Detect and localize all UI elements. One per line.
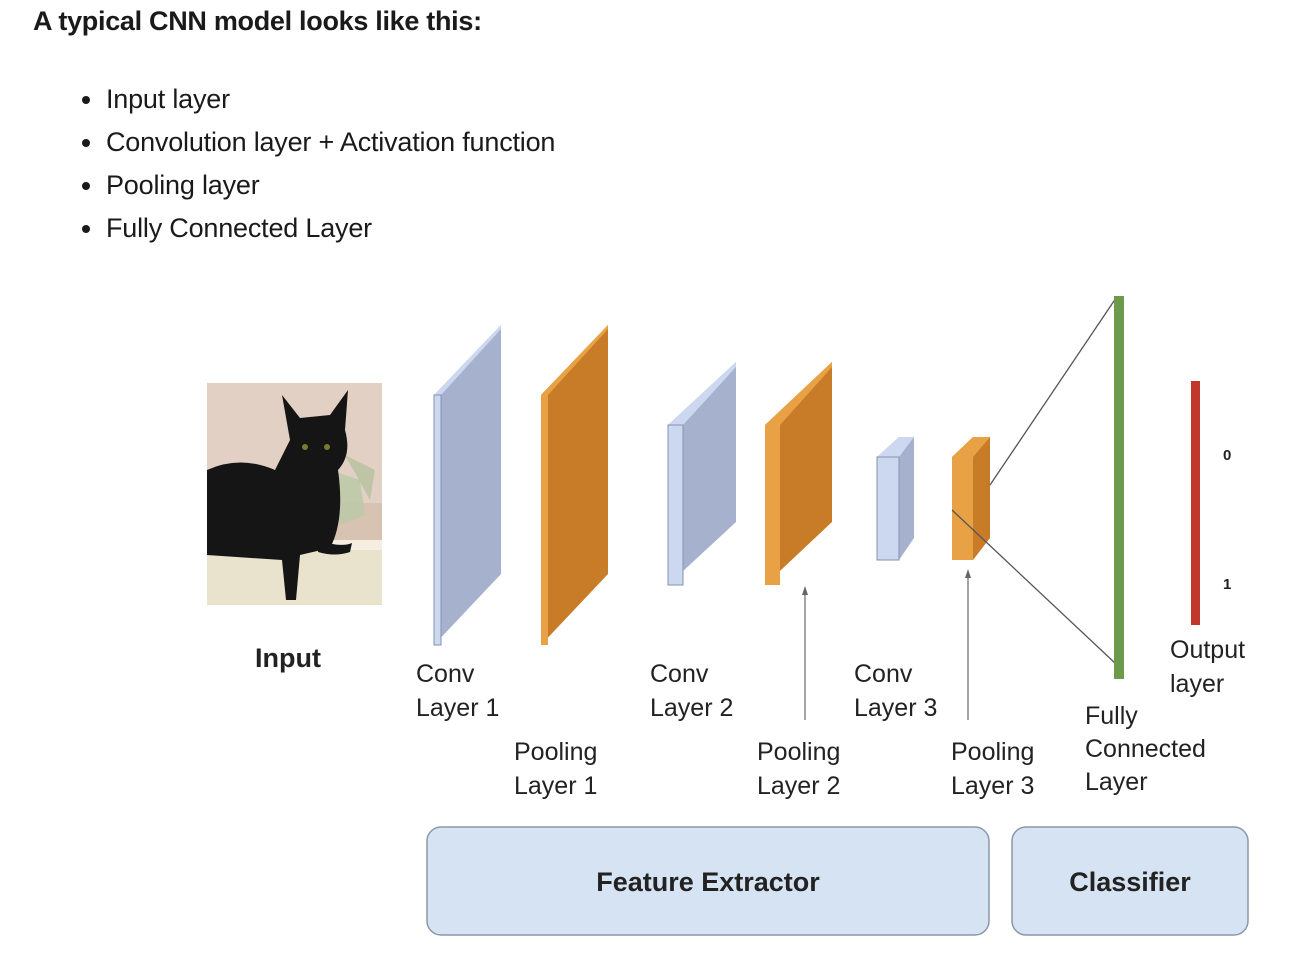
pooling-layer-1-label: Pooling Layer 1 (514, 738, 604, 800)
pooling-layer-2-label: Pooling Layer 2 (757, 738, 847, 800)
pooling-layer-1-block (541, 325, 608, 645)
feature-extractor-group: Feature Extractor (426, 826, 990, 936)
list-item-text: Convolution layer + Activation function (106, 127, 556, 157)
list-item-text: Fully Connected Layer (106, 213, 372, 243)
list-item-text: Pooling layer (106, 170, 260, 200)
classifier-label: Classifier (1069, 867, 1191, 897)
fully-connected-layer-bar (1114, 296, 1124, 679)
list-item: Pooling layer (78, 164, 555, 207)
output-layer-label: Output layer (1170, 636, 1252, 698)
conv-layer-1-block (433, 325, 501, 646)
output-tick-1: 1 (1223, 576, 1231, 593)
layer-list: Input layer Convolution layer + Activati… (78, 78, 555, 250)
bullet-dot (82, 96, 90, 104)
input-image (207, 383, 382, 605)
pointer-arrow (965, 569, 971, 720)
list-item: Input layer (78, 78, 555, 121)
pooling-layer-3-label: Pooling Layer 3 (951, 738, 1041, 800)
conv-layer-3-block (876, 437, 914, 561)
pooling-layer-2-block (765, 362, 832, 585)
input-label: Input (255, 643, 321, 673)
conv-layer-2-block (667, 362, 736, 586)
list-item-text: Input layer (106, 84, 230, 114)
bullet-dot (82, 139, 90, 147)
list-item: Fully Connected Layer (78, 207, 555, 250)
pointer-arrow (802, 586, 808, 720)
conv-layer-1-label: Conv Layer 1 (416, 660, 499, 722)
conv-layer-3-label: Conv Layer 3 (854, 660, 937, 722)
projection-line (989, 297, 1117, 486)
output-layer-bar (1191, 381, 1200, 625)
bullet-dot (82, 225, 90, 233)
projection-line (951, 509, 1117, 665)
fully-connected-layer-label: Fully Connected Layer (1085, 702, 1213, 796)
feature-extractor-label: Feature Extractor (596, 867, 820, 897)
pooling-layer-3-block (952, 437, 990, 560)
conv-layer-2-label: Conv Layer 2 (650, 660, 733, 722)
classifier-group: Classifier (1011, 826, 1249, 936)
output-tick-0: 0 (1223, 447, 1231, 464)
page-heading: A typical CNN model looks like this: (33, 6, 482, 36)
bullet-dot (82, 182, 90, 190)
list-item: Convolution layer + Activation function (78, 121, 555, 164)
